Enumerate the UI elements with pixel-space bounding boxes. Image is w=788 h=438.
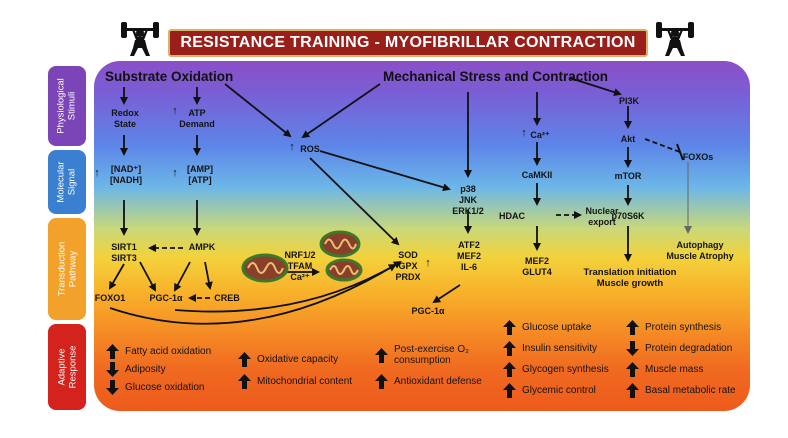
adaptive-response-label: Oxidative capacity	[257, 354, 339, 365]
pgc1a-node-left: PGC-1α	[149, 293, 183, 303]
up-arrow-icon	[626, 383, 639, 398]
up-arrow-icon: ↑	[94, 167, 100, 179]
adaptive-response-item: Protein degradation	[626, 341, 732, 356]
up-arrow-icon	[626, 320, 639, 335]
mtor-node: mTOR	[614, 171, 642, 181]
adaptive-response-label: Protein degradation	[645, 343, 733, 354]
translation-node: Translation initiation Muscle growth	[583, 267, 677, 289]
down-arrow-icon	[106, 362, 119, 377]
up-arrow-icon: ↑	[289, 141, 295, 153]
adaptive-response-item: Glycogen synthesis	[503, 362, 609, 377]
adaptive-response-label: Antioxidant defense	[394, 376, 482, 387]
side-label-stimuli: Physiological Stimuli	[48, 66, 86, 146]
adaptive-response-item: Oxidative capacity	[238, 352, 338, 367]
nuclear-export-node: Nuclear export	[585, 206, 619, 227]
atp-demand-node: ATP Demand	[179, 108, 215, 129]
up-arrow-icon	[106, 344, 119, 359]
up-arrow-icon: ↑	[172, 105, 178, 117]
adaptive-response-item: Protein synthesis	[626, 320, 721, 335]
akt-node: Akt	[620, 134, 636, 144]
nrf-tfam-node: NRF1/2 TFAM Ca²⁺	[284, 250, 316, 282]
up-arrow-icon	[375, 374, 388, 389]
adaptive-response-item: Glucose uptake	[503, 320, 592, 335]
mitochondria-icon	[241, 253, 289, 283]
adaptive-response-label: Glucose uptake	[522, 322, 592, 333]
weightlifter-icon	[121, 22, 159, 56]
adaptive-response-item: Glycemic control	[503, 383, 596, 398]
adaptive-response-item: Antioxidant defense	[375, 374, 482, 389]
adaptive-response-item: Basal metabolic rate	[626, 383, 736, 398]
mitochondria-icon	[325, 258, 363, 282]
mitochondria-icon	[319, 230, 361, 258]
atf2-node: ATF2 MEF2 IL-6	[456, 240, 481, 272]
up-arrow-icon: ↑	[425, 257, 431, 269]
ampk-node: AMPK	[188, 242, 216, 252]
adaptive-response-label: Post-exercise O₂ consumption	[394, 344, 470, 366]
hdac-node: HDAC	[499, 211, 525, 221]
pi3k-node: PI3K	[618, 96, 639, 106]
up-arrow-icon	[503, 362, 516, 377]
adaptive-response-label: Basal metabolic rate	[645, 385, 736, 396]
adaptive-response-label: Muscle mass	[645, 364, 704, 375]
side-label-transduction: Transduction Pathway	[48, 218, 86, 320]
page-title: RESISTANCE TRAINING - MYOFIBRILLAR CONTR…	[168, 29, 648, 57]
up-arrow-icon	[626, 362, 639, 377]
substrate-oxidation-header: Substrate Oxidation	[105, 69, 234, 84]
adaptive-response-label: Glycogen synthesis	[522, 364, 609, 375]
adaptive-response-item: Post-exercise O₂ consumption	[375, 344, 469, 366]
adaptive-response-label: Glycemic control	[522, 385, 596, 396]
nad-ratio-node: [NAD⁺] [NADH]	[110, 164, 142, 185]
adaptive-response-item: Insulin sensitivity	[503, 341, 597, 356]
mechanical-stress-header: Mechanical Stress and Contraction	[383, 69, 609, 84]
camkii-node: CaMKII	[521, 170, 553, 180]
redox-state-node: Redox State	[111, 108, 139, 129]
amp-atp-ratio-node: [AMP] [ATP]	[187, 164, 213, 185]
adaptive-response-item: Glucose oxidation	[106, 380, 205, 395]
sirt-node: SIRT1 SIRT3	[111, 242, 137, 263]
up-arrow-icon	[238, 352, 251, 367]
up-arrow-icon	[503, 341, 516, 356]
foxo1-node: FOXO1	[94, 293, 126, 303]
up-arrow-icon	[238, 374, 251, 389]
adaptive-response-item: Muscle mass	[626, 362, 703, 377]
antioxidant-enzymes-node: SOD GPX PRDX	[395, 250, 421, 282]
up-arrow-icon	[503, 383, 516, 398]
up-arrow-icon	[375, 347, 388, 363]
adaptive-response-label: Fatty acid oxidation	[125, 346, 212, 357]
creb-node: CREB	[214, 293, 240, 303]
pathway-panel	[94, 61, 750, 411]
adaptive-response-item: Mitochondrial content	[238, 374, 352, 389]
down-arrow-icon	[106, 380, 119, 395]
mef2-glut4-node: MEF2 GLUT4	[522, 256, 552, 277]
up-arrow-icon: ↑	[521, 127, 527, 139]
up-arrow-icon: ↑	[172, 167, 178, 179]
p70s6k-node: p70S6K	[611, 211, 645, 221]
pgc1a-node-right: PGC-1α	[411, 306, 445, 316]
calcium-node: Ca²⁺	[530, 130, 550, 140]
up-arrow-icon	[503, 320, 516, 335]
down-arrow-icon	[626, 341, 639, 356]
side-label-response: Adaptive Response	[48, 324, 86, 410]
mapk-node: p38 JNK ERK1/2	[452, 184, 484, 216]
adaptive-response-item: Fatty acid oxidation	[106, 344, 211, 359]
ros-node: ROS	[300, 144, 320, 154]
weightlifter-icon	[656, 22, 694, 56]
adaptive-response-item: Adiposity	[106, 362, 166, 377]
adaptive-response-label: Adiposity	[125, 364, 166, 375]
adaptive-response-label: Mitochondrial content	[257, 376, 353, 387]
adaptive-response-label: Protein synthesis	[645, 322, 722, 333]
adaptive-response-label: Glucose oxidation	[125, 382, 205, 393]
autophagy-node: Autophagy Muscle Atrophy	[666, 240, 734, 261]
adaptive-response-label: Insulin sensitivity	[522, 343, 598, 354]
side-label-signal: Molecular Signal	[48, 150, 86, 214]
foxos-node: FOXOs	[682, 152, 714, 162]
